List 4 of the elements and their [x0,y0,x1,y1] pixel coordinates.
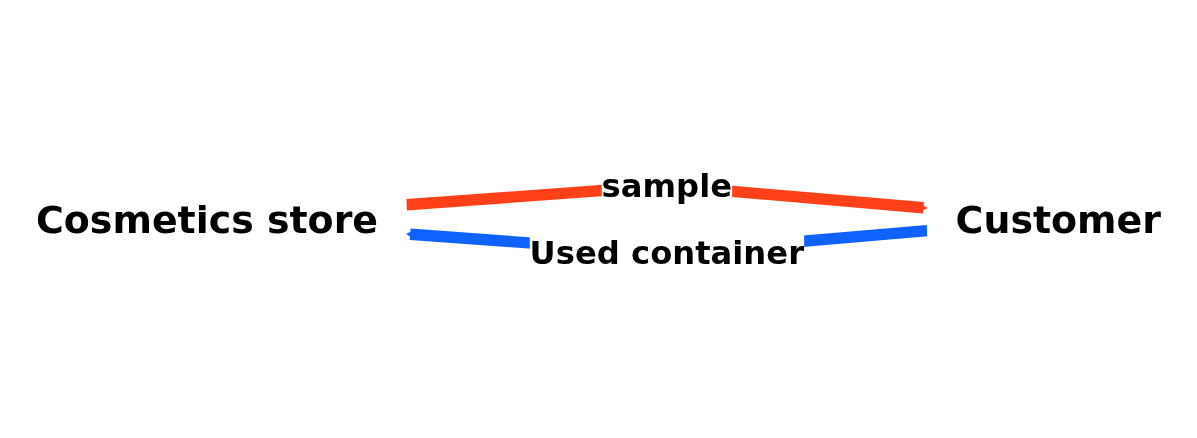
edge-label: Used container [529,233,805,272]
edge-label: sample [601,165,733,204]
node-text: Cosmetics store [36,197,379,241]
node-text: Customer [955,197,1161,241]
